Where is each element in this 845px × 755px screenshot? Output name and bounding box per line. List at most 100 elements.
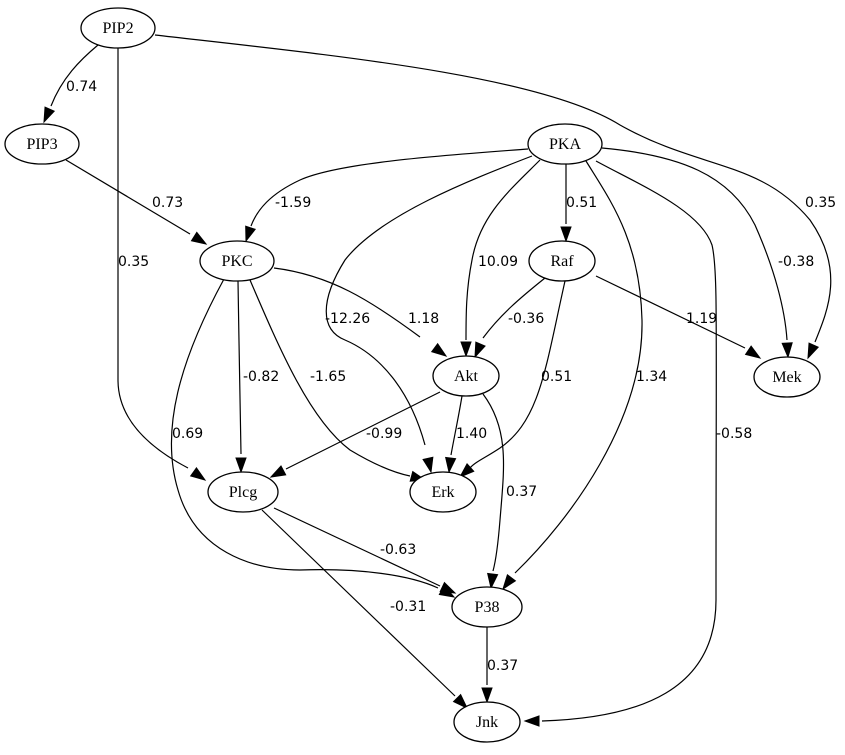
edge-weight-label: 0.74 bbox=[66, 79, 97, 95]
edge-line bbox=[465, 159, 541, 341]
edge-line bbox=[273, 267, 421, 338]
edge-weight-label: -0.99 bbox=[366, 426, 402, 442]
edge-weight-label: 0.51 bbox=[541, 369, 572, 385]
node-ellipse bbox=[527, 123, 603, 165]
edge-line bbox=[170, 278, 439, 589]
arrowhead-icon bbox=[452, 693, 469, 710]
node-pkc: PKC bbox=[199, 240, 275, 282]
arrowhead-icon bbox=[560, 226, 572, 243]
edge-line bbox=[50, 44, 99, 107]
edge-pka-akt: 10.09 bbox=[460, 159, 541, 358]
arrowhead-icon bbox=[502, 573, 517, 591]
edge-raf-mek: 1.19 bbox=[595, 275, 762, 359]
edge-pip2-pip3: 0.74 bbox=[43, 44, 99, 124]
node-jnk: Jnk bbox=[453, 701, 521, 743]
edge-line bbox=[65, 159, 191, 235]
edge-pkc-plcg: -0.82 bbox=[235, 280, 279, 474]
edge-line bbox=[541, 160, 717, 722]
arrowhead-icon bbox=[807, 342, 820, 360]
edge-pip3-pkc: 0.73 bbox=[65, 159, 208, 245]
edge-weight-label: -1.65 bbox=[310, 369, 346, 385]
edge-line bbox=[514, 160, 643, 574]
edge-weight-label: 1.34 bbox=[636, 369, 667, 385]
node-label: PIP2 bbox=[102, 20, 133, 37]
arrowhead-icon bbox=[460, 341, 472, 358]
arrowhead-icon bbox=[422, 456, 434, 474]
node-p38: P38 bbox=[451, 586, 523, 628]
edge-akt-plcg: -0.99 bbox=[269, 391, 441, 478]
edge-pka-erk: -12.26 bbox=[325, 155, 533, 474]
edge-line bbox=[469, 280, 566, 469]
node-ellipse bbox=[80, 7, 156, 49]
node-label: Akt bbox=[454, 368, 479, 385]
arrowhead-icon bbox=[487, 572, 499, 590]
edge-line bbox=[117, 48, 189, 469]
edge-weight-label: -0.63 bbox=[380, 542, 416, 558]
edge-weight-label: 1.18 bbox=[408, 311, 439, 327]
edge-weight-label: -0.38 bbox=[778, 254, 814, 270]
edge-line bbox=[482, 393, 505, 572]
node-label: Mek bbox=[772, 369, 801, 386]
edge-line bbox=[482, 277, 546, 339]
node-label: Plcg bbox=[229, 484, 257, 501]
edge-pka-p38: 1.34 bbox=[502, 160, 667, 591]
node-ellipse bbox=[199, 240, 275, 282]
arrowhead-icon bbox=[744, 345, 762, 359]
edge-weight-label: -0.82 bbox=[243, 369, 279, 385]
edge-akt-p38: 0.37 bbox=[482, 393, 537, 590]
edge-line bbox=[325, 155, 533, 446]
node-ellipse bbox=[451, 586, 523, 628]
node-ellipse bbox=[453, 701, 521, 743]
edge-weight-label: 1.40 bbox=[456, 426, 487, 442]
node-ellipse bbox=[432, 355, 500, 397]
arrowhead-icon bbox=[474, 341, 486, 359]
arrowhead-icon bbox=[458, 463, 475, 478]
node-akt: Akt bbox=[432, 355, 500, 397]
node-ellipse bbox=[409, 471, 477, 513]
node-label: Erk bbox=[431, 484, 454, 501]
node-label: PKC bbox=[221, 253, 252, 270]
edge-weight-label: 0.35 bbox=[805, 195, 836, 211]
node-ellipse bbox=[207, 471, 279, 513]
edge-raf-erk: 0.51 bbox=[458, 280, 572, 478]
edge-line bbox=[249, 279, 411, 477]
edge-weight-label: -12.26 bbox=[325, 311, 370, 327]
node-plcg: Plcg bbox=[207, 471, 279, 513]
edge-weight-label: 0.37 bbox=[506, 484, 537, 500]
node-ellipse bbox=[528, 240, 596, 282]
node-label: Raf bbox=[550, 253, 574, 270]
edge-pka-pkc: -1.59 bbox=[245, 148, 529, 243]
edge-pka-jnk: -0.58 bbox=[523, 160, 752, 727]
edge-raf-akt: -0.36 bbox=[474, 277, 546, 359]
arrowhead-icon bbox=[439, 581, 457, 594]
node-raf: Raf bbox=[528, 240, 596, 282]
arrowhead-icon bbox=[245, 225, 257, 243]
edge-line bbox=[601, 147, 788, 341]
edge-plcg-p38: -0.63 bbox=[273, 507, 457, 594]
edge-weight-label: -1.59 bbox=[275, 195, 311, 211]
node-label: PIP3 bbox=[26, 136, 57, 153]
arrowhead-icon bbox=[781, 342, 793, 359]
edge-line bbox=[285, 391, 441, 470]
edge-akt-erk: 1.40 bbox=[445, 395, 487, 474]
edge-weight-label: 10.09 bbox=[478, 254, 518, 270]
edge-weight-label: -0.31 bbox=[390, 599, 426, 615]
node-mek: Mek bbox=[753, 356, 821, 398]
edge-p38-jnk: 0.37 bbox=[481, 627, 518, 704]
arrowhead-icon bbox=[235, 457, 247, 474]
arrowhead-icon bbox=[523, 715, 540, 727]
arrowhead-icon bbox=[189, 466, 207, 481]
edge-weight-label: 0.51 bbox=[566, 195, 597, 211]
node-pip2: PIP2 bbox=[80, 7, 156, 49]
node-ellipse bbox=[4, 123, 80, 165]
node-pka: PKA bbox=[527, 123, 603, 165]
edge-pka-mek: -0.38 bbox=[601, 147, 814, 359]
node-label: Jnk bbox=[476, 714, 498, 731]
arrowhead-icon bbox=[269, 465, 287, 478]
edge-line bbox=[450, 395, 463, 456]
arrowhead-icon bbox=[445, 456, 457, 474]
edge-line bbox=[154, 34, 832, 343]
